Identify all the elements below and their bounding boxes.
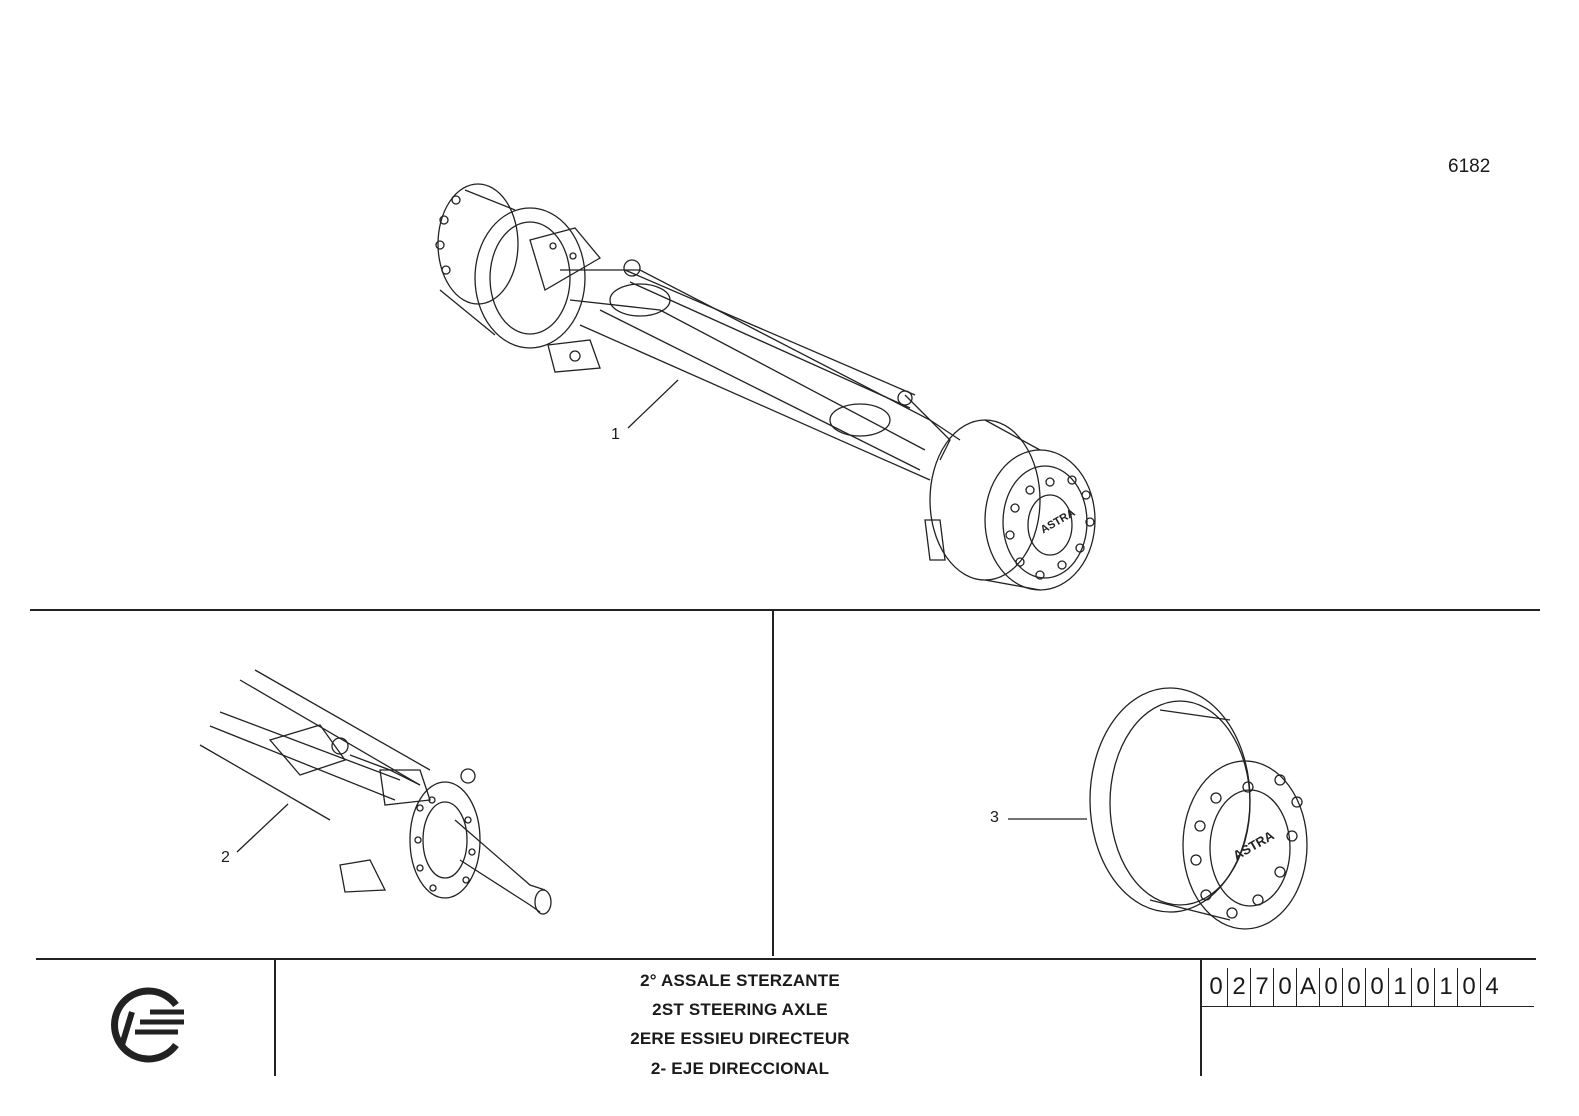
- detail-hub-drawing: [1008, 687, 1308, 930]
- part-code-digit: 2: [1228, 968, 1251, 1006]
- hub-brand-text-detail: ASTRA: [1230, 827, 1277, 863]
- callout-3: 3: [990, 809, 999, 826]
- part-code-digit: 4: [1485, 973, 1499, 1000]
- part-code-digit: 0: [1205, 968, 1228, 1006]
- title-spanish: 2- EJE DIRECCIONAL: [650, 1059, 830, 1078]
- callout-1: 1: [611, 426, 620, 443]
- part-code-digit: 7: [1251, 968, 1274, 1006]
- part-code-digit: 0: [1320, 968, 1343, 1006]
- detail-axle-end-drawing: [199, 669, 552, 915]
- part-code-digit: 1: [1389, 968, 1412, 1006]
- code-box-underline: [1202, 1006, 1534, 1007]
- middle-divider: [772, 610, 774, 956]
- upper-divider: [30, 609, 1540, 611]
- title-block-top-border: [36, 958, 1536, 960]
- title-french: 2ERE ESSIEU DIRECTEUR: [630, 1029, 850, 1048]
- title-block-left-divider: [274, 960, 276, 1076]
- main-axle-drawing: [435, 183, 1096, 591]
- brand-logo-icon: [111, 987, 184, 1063]
- part-code: 0 2 7 0 A 0 0 0 1 0 1 0 4: [1205, 968, 1503, 1006]
- part-code-digit: 0: [1274, 968, 1297, 1006]
- callout-2: 2: [221, 849, 230, 866]
- sheet-number: 6182: [1448, 156, 1491, 177]
- part-code-digit: 1: [1435, 968, 1458, 1006]
- title-english: 2ST STEERING AXLE: [652, 1000, 828, 1019]
- title-italian: 2° ASSALE STERZANTE: [640, 971, 840, 990]
- part-code-digit: A: [1297, 968, 1320, 1006]
- part-code-digit: 0: [1366, 968, 1389, 1006]
- part-code-digit: 0: [1458, 968, 1481, 1006]
- part-code-digit: 0: [1343, 968, 1366, 1006]
- title-block-right-divider: [1200, 960, 1202, 1076]
- part-code-digit: 0: [1412, 968, 1435, 1006]
